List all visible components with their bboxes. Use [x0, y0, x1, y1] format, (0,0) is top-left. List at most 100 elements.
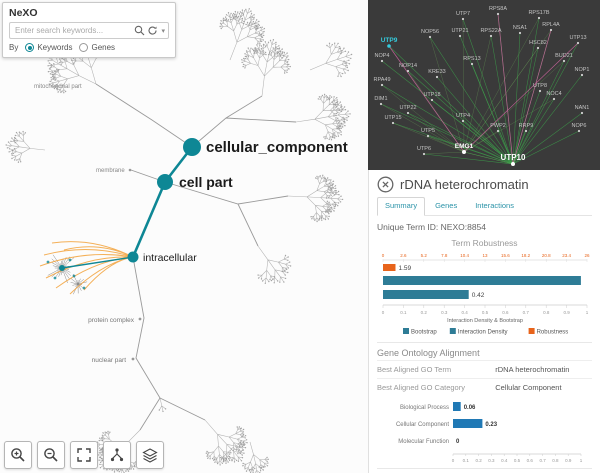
network-node-label[interactable]: NOP6	[572, 123, 587, 129]
tree-node[interactable]	[127, 251, 139, 263]
network-node[interactable]	[406, 111, 410, 115]
search-box[interactable]: ▾	[9, 22, 169, 39]
radio-dot[interactable]	[79, 43, 89, 52]
network-node-label[interactable]: KRE33	[428, 69, 445, 75]
network-node-label[interactable]: NOP4	[375, 53, 390, 59]
network-node[interactable]	[580, 73, 584, 77]
network-node[interactable]	[380, 83, 384, 87]
tree-node[interactable]	[128, 168, 132, 172]
close-icon[interactable]	[377, 176, 394, 193]
network-node[interactable]	[524, 129, 528, 133]
network-node-label[interactable]: DIM1	[374, 96, 387, 102]
network-node-label[interactable]: UTP15	[384, 115, 401, 121]
network-node-label[interactable]: UTP21	[451, 28, 468, 34]
network-node[interactable]	[538, 89, 542, 93]
network-node-label[interactable]: RPA49	[373, 77, 390, 83]
network-node[interactable]	[435, 75, 439, 79]
ontology-tree-canvas[interactable]: mitochondrial part cellular_componentcell…	[0, 0, 368, 473]
zoom-in-button[interactable]	[4, 441, 32, 469]
network-node-label[interactable]: NAN1	[575, 105, 590, 111]
network-node-label[interactable]: PWP2	[490, 123, 506, 129]
network-node-label[interactable]: UTP10	[501, 153, 526, 162]
network-node-label[interactable]: UTP8	[533, 83, 547, 89]
network-node-label[interactable]: UTP5	[421, 128, 435, 134]
network-node-label[interactable]: UTP18	[423, 92, 440, 98]
chevron-down-icon[interactable]: ▾	[161, 27, 165, 35]
network-node-label[interactable]: EMG1	[455, 143, 474, 150]
tree-node[interactable]	[138, 317, 142, 321]
network-node-label[interactable]: NOP14	[399, 63, 417, 69]
search-icon[interactable]	[133, 24, 146, 37]
network-node[interactable]	[552, 97, 556, 101]
radio-keywords[interactable]: Keywords	[25, 43, 72, 52]
tree-node[interactable]	[183, 138, 201, 156]
network-node[interactable]	[470, 62, 474, 66]
network-node[interactable]	[511, 162, 515, 166]
layers-button[interactable]	[136, 441, 164, 469]
network-node[interactable]	[387, 44, 391, 48]
network-node[interactable]	[518, 31, 522, 35]
tree-label[interactable]: cell part	[179, 174, 233, 190]
network-node-label[interactable]: UTP4	[456, 113, 470, 119]
tree-label[interactable]: membrane	[96, 168, 125, 174]
tree-label[interactable]: cellular_component	[206, 139, 348, 156]
network-node-label[interactable]: RPL4A	[542, 22, 560, 28]
network-node[interactable]	[462, 150, 466, 154]
network-node-label[interactable]: BUD21	[555, 53, 573, 59]
network-node[interactable]	[391, 121, 395, 125]
expand-tree-button[interactable]	[103, 441, 131, 469]
network-node[interactable]	[577, 129, 581, 133]
network-node[interactable]	[496, 12, 500, 16]
network-node-label[interactable]: UTP7	[456, 11, 470, 17]
network-node[interactable]	[422, 152, 426, 156]
network-node-label[interactable]: NOP1	[575, 67, 590, 73]
network-node-label[interactable]: NOP56	[421, 29, 439, 35]
tree-label[interactable]: intracellular	[143, 252, 197, 264]
tab-genes[interactable]: Genes	[435, 201, 458, 210]
network-node[interactable]	[537, 16, 541, 20]
network-node-label[interactable]: RPS8A	[489, 6, 507, 12]
network-node-label[interactable]: HSC82	[529, 40, 547, 46]
network-node-label[interactable]: RPS17B	[528, 10, 549, 16]
network-node[interactable]	[458, 34, 462, 38]
radio-genes[interactable]: Genes	[79, 43, 115, 52]
fit-view-button[interactable]	[70, 441, 98, 469]
network-node[interactable]	[496, 129, 500, 133]
network-node[interactable]	[426, 134, 430, 138]
radio-dot[interactable]	[25, 43, 35, 52]
network-node-label[interactable]: NSA1	[513, 25, 527, 31]
network-node-label[interactable]: UTP6	[417, 146, 431, 152]
network-node-label[interactable]: UTP22	[399, 105, 416, 111]
network-node-label[interactable]: RPS13	[463, 56, 480, 62]
network-node[interactable]	[428, 35, 432, 39]
network-node-label[interactable]: UTP13	[569, 35, 586, 41]
tab-interactions[interactable]: Interactions	[475, 201, 514, 210]
network-node[interactable]	[406, 69, 410, 73]
network-node[interactable]	[549, 28, 553, 32]
zoom-out-button[interactable]	[37, 441, 65, 469]
tree-label[interactable]: protein complex	[88, 317, 135, 324]
tree-node[interactable]	[131, 357, 135, 361]
network-node[interactable]	[430, 98, 434, 102]
network-node[interactable]	[489, 34, 493, 38]
network-node[interactable]	[461, 119, 465, 123]
tree-label[interactable]: mitochondrial part	[34, 84, 82, 90]
network-node[interactable]	[562, 59, 566, 63]
tab-summary[interactable]: Summary	[377, 197, 426, 216]
network-node-label[interactable]: RPS22A	[480, 28, 501, 34]
search-input[interactable]	[13, 25, 134, 36]
tree-node[interactable]	[157, 174, 173, 190]
network-node[interactable]	[580, 111, 584, 115]
network-node[interactable]	[379, 102, 383, 106]
selected-term-node[interactable]	[59, 265, 65, 271]
network-node[interactable]	[461, 17, 465, 21]
network-node-label[interactable]: RRP9	[519, 123, 534, 129]
network-node[interactable]	[576, 41, 580, 45]
network-node-label[interactable]: UTP9	[381, 37, 398, 44]
network-node-label[interactable]: NOC4	[546, 91, 561, 97]
network-node[interactable]	[536, 46, 540, 50]
reset-search-icon[interactable]	[146, 24, 159, 37]
